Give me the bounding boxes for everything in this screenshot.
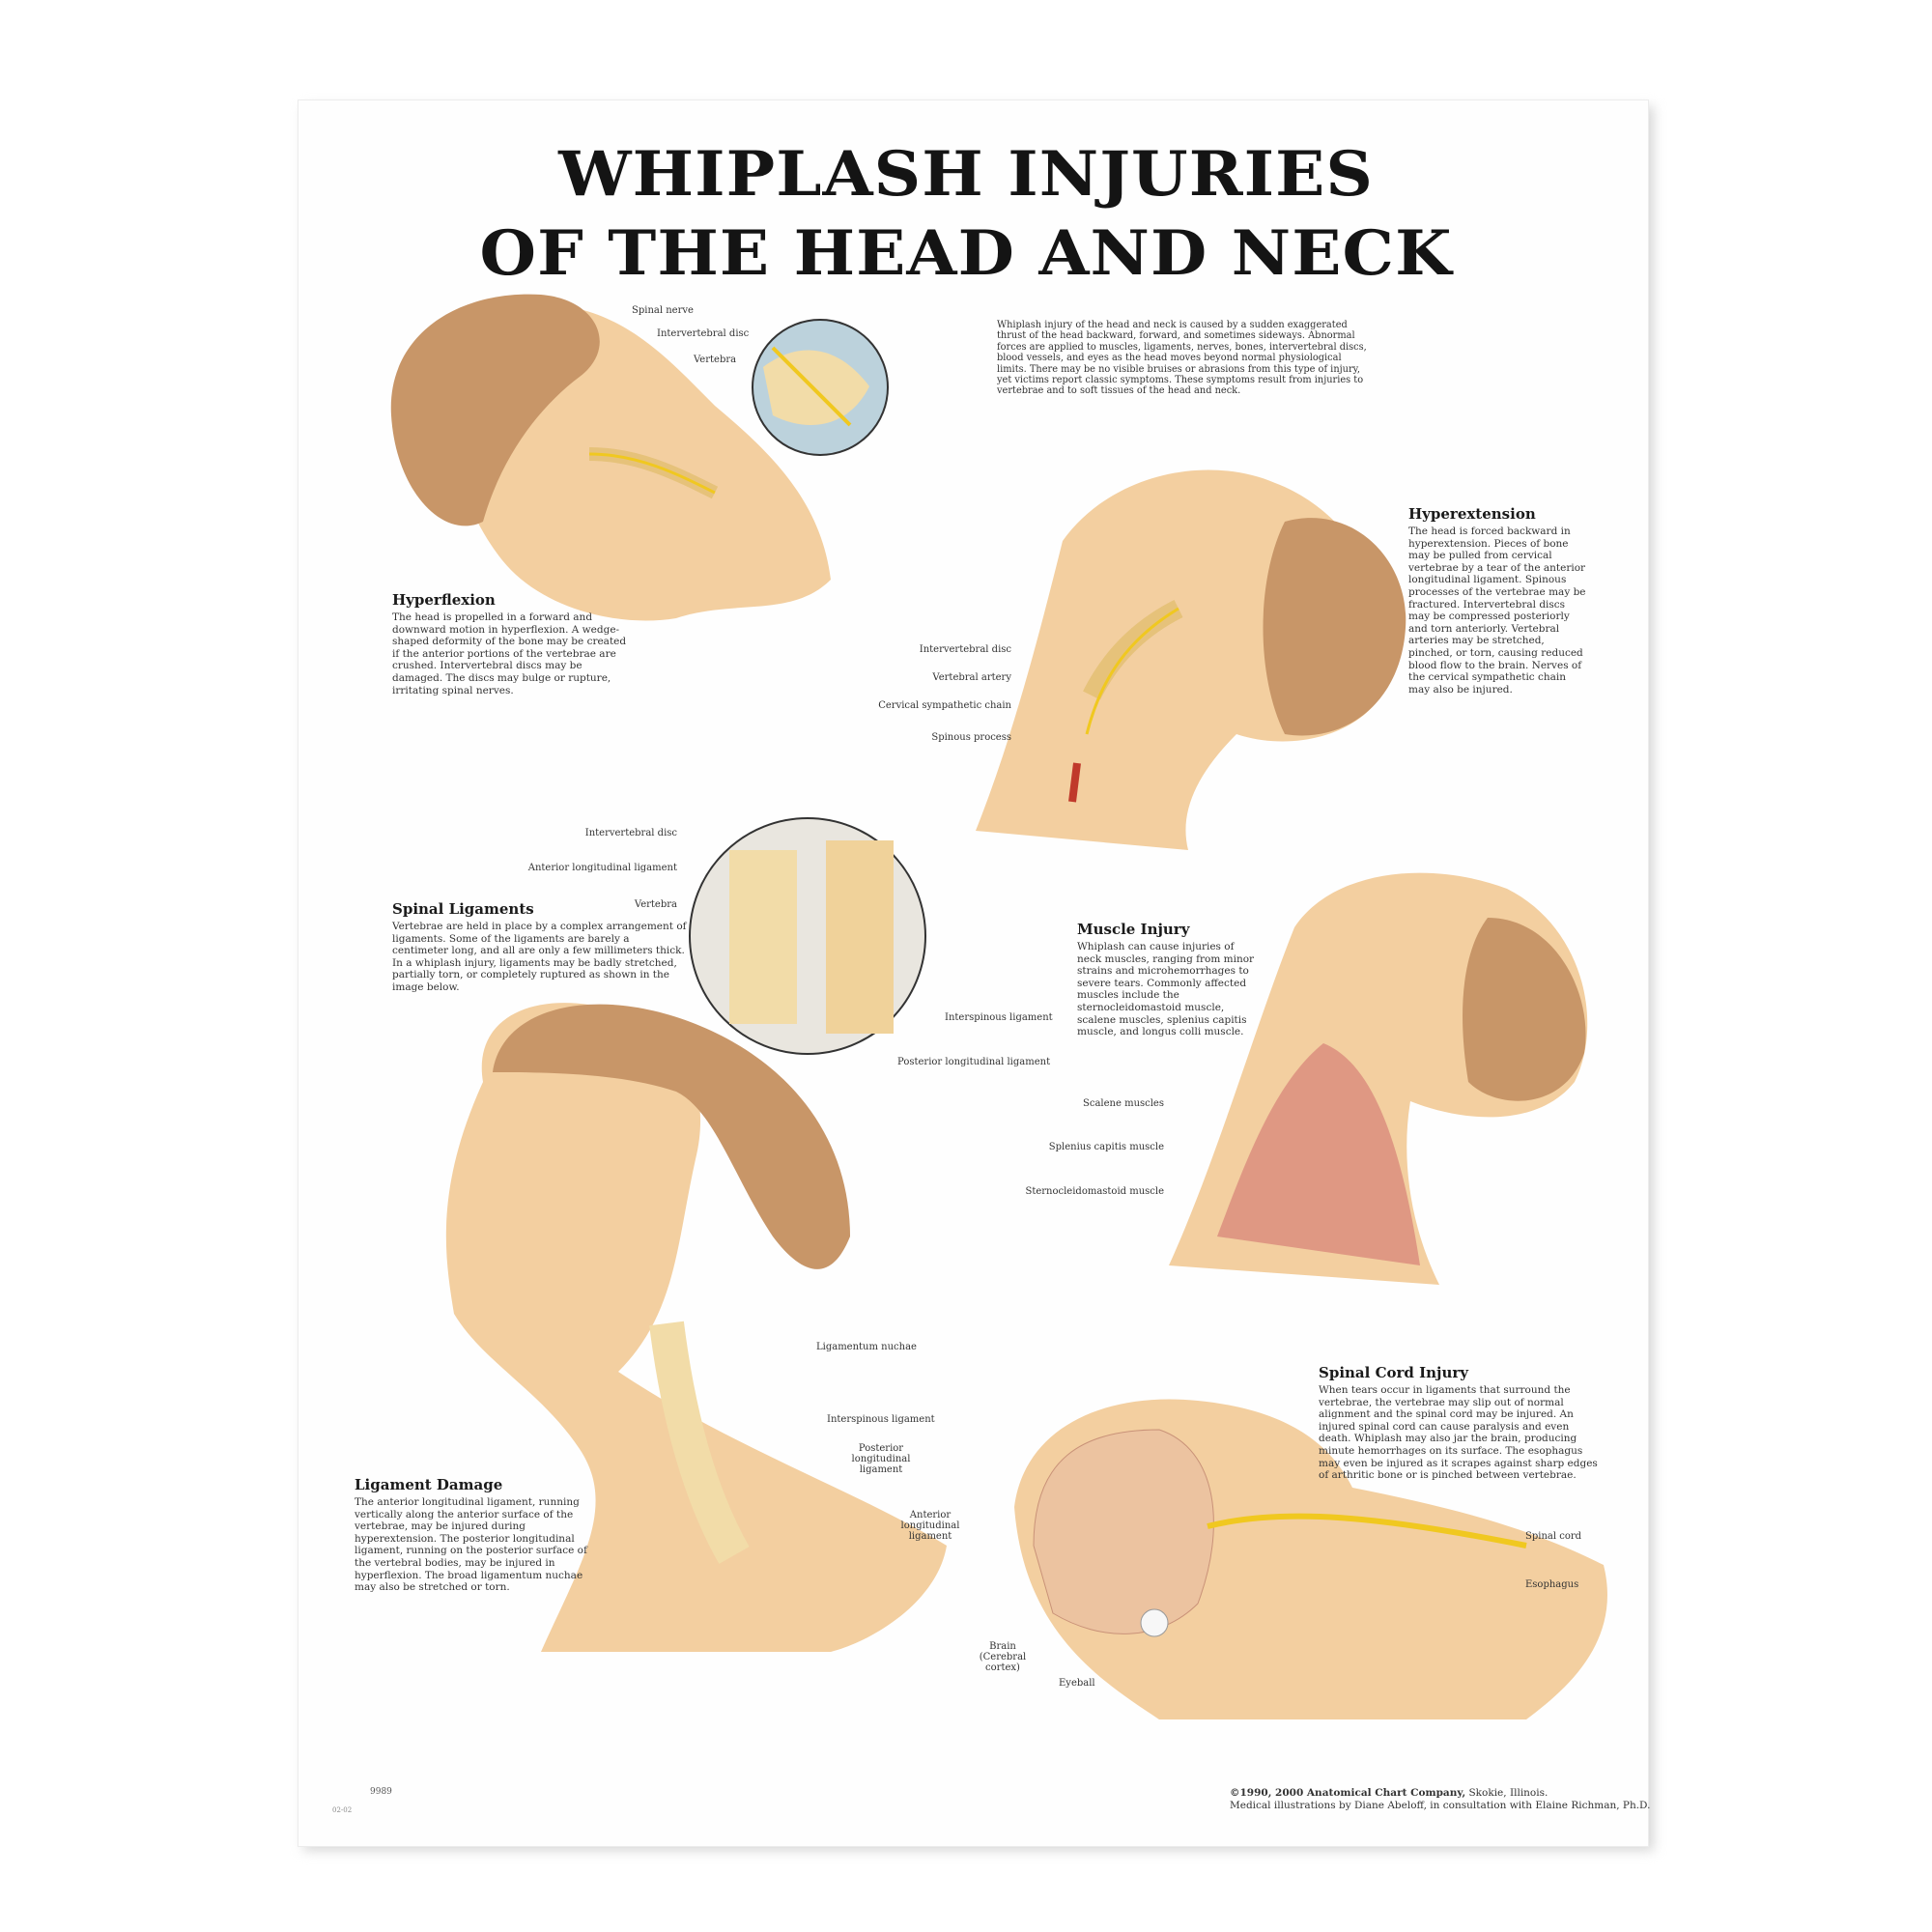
intro-text: Whiplash injury of the head and neck is … — [997, 320, 1367, 397]
label-spinous-process: Spinous process — [931, 732, 1011, 743]
copyright: ©1990, 2000 Anatomical Chart Company, Sk… — [1230, 1787, 1650, 1812]
label-posterior-longitudinal-ligament-2: Posterior longitudinal ligament — [851, 1443, 911, 1475]
poster-title: WHIPLASH INJURIES OF THE HEAD AND NECK — [0, 135, 1932, 294]
hyperextension-section: Hyperextension The head is forced backwa… — [1408, 505, 1587, 696]
spinal-ligaments-body: Vertebrae are held in place by a complex… — [392, 921, 687, 993]
copyright-location: Skokie, Illinois. — [1465, 1787, 1548, 1799]
hyperextension-body: The head is forced backward in hyperexte… — [1408, 526, 1586, 696]
label-scalene-muscles: Scalene muscles — [1083, 1098, 1164, 1109]
ligament-damage-illustration — [445, 1003, 947, 1652]
ligament-damage-section: Ligament Damage The anterior longitudina… — [355, 1476, 596, 1594]
label-ligamentum-nuchae: Ligamentum nuchae — [816, 1342, 917, 1352]
label-vertebra: Vertebra — [694, 355, 737, 365]
label-spinal-nerve: Spinal nerve — [632, 305, 694, 316]
ligament-damage-heading: Ligament Damage — [355, 1476, 503, 1493]
spinal-cord-heading: Spinal Cord Injury — [1319, 1364, 1468, 1381]
chart-code: 02-02 — [332, 1806, 353, 1814]
hyperextension-heading: Hyperextension — [1408, 505, 1536, 523]
title-line-2: OF THE HEAD AND NECK — [479, 217, 1453, 290]
label-brain: Brain (Cerebral cortex) — [979, 1641, 1027, 1673]
spinal-ligaments-heading: Spinal Ligaments — [392, 900, 534, 918]
label-interspinous-ligament: Interspinous ligament — [945, 1012, 1053, 1023]
muscle-injury-body: Whiplash can cause injuries of neck musc… — [1077, 941, 1255, 1038]
label-cervical-sympathetic-chain: Cervical sympathetic chain — [878, 700, 1011, 711]
label-interspinous-ligament-2: Interspinous ligament — [827, 1414, 935, 1425]
copyright-company: ©1990, 2000 Anatomical Chart Company, — [1230, 1787, 1466, 1799]
label-splenius-capitis: Splenius capitis muscle — [1048, 1142, 1164, 1152]
credits: Medical illustrations by Diane Abeloff, … — [1230, 1800, 1651, 1811]
hyperflexion-heading: Hyperflexion — [392, 591, 496, 609]
label-spinal-cord: Spinal cord — [1525, 1531, 1582, 1542]
label-intervertebral-disc-3: Intervertebral disc — [584, 828, 677, 838]
muscle-injury-illustration — [1169, 872, 1588, 1285]
label-vertebral-artery: Vertebral artery — [932, 672, 1011, 683]
label-vertebra-2: Vertebra — [634, 899, 677, 910]
label-sternocleidomastoid: Sternocleidomastoid muscle — [1025, 1186, 1164, 1197]
spinal-cord-body: When tears occur in ligaments that surro… — [1319, 1384, 1598, 1482]
muscle-injury-section: Muscle Injury Whiplash can cause injurie… — [1077, 921, 1261, 1038]
hyperextension-illustration — [976, 469, 1406, 850]
title-line-1: WHIPLASH INJURIES — [558, 138, 1374, 211]
spinal-ligaments-section: Spinal Ligaments Vertebrae are held in p… — [392, 900, 687, 994]
muscle-injury-heading: Muscle Injury — [1077, 921, 1190, 938]
chart-number: 9989 — [370, 1787, 392, 1797]
label-esophagus: Esophagus — [1525, 1579, 1579, 1590]
label-posterior-longitudinal-ligament: Posterior longitudinal ligament — [897, 1057, 1051, 1067]
spinal-cord-illustration — [1014, 1399, 1607, 1719]
label-eyeball: Eyeball — [1059, 1678, 1095, 1689]
label-intervertebral-disc: Intervertebral disc — [657, 328, 750, 339]
ligament-damage-body: The anterior longitudinal ligament, runn… — [355, 1496, 587, 1594]
spinal-ligaments-inset — [689, 817, 926, 1055]
label-intervertebral-disc-2: Intervertebral disc — [919, 644, 1011, 655]
label-anterior-longitudinal-ligament-2: Anterior longitudinal ligament — [900, 1510, 960, 1542]
hyperflexion-body: The head is propelled in a forward and d… — [392, 611, 627, 696]
hyperflexion-illustration — [390, 294, 889, 621]
label-anterior-longitudinal-ligament: Anterior longitudinal ligament — [527, 863, 677, 873]
spinal-cord-section: Spinal Cord Injury When tears occur in l… — [1319, 1364, 1604, 1482]
hyperflexion-section: Hyperflexion The head is propelled in a … — [392, 591, 636, 696]
